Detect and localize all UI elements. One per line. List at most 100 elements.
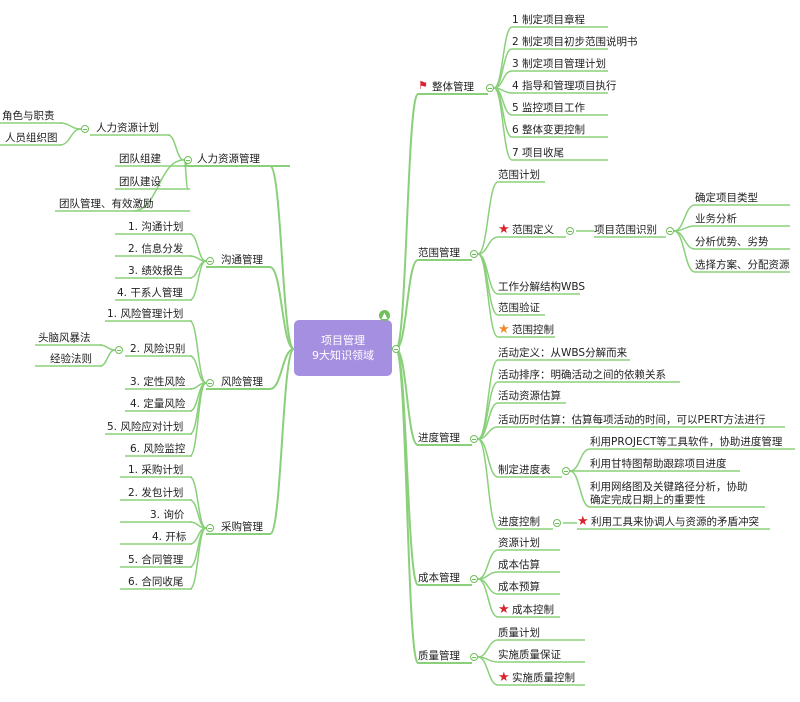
collapse-toggle-risk[interactable] xyxy=(206,379,214,387)
collapse-toggle-schedule-table[interactable] xyxy=(562,467,570,475)
connector xyxy=(189,260,207,301)
node-risk-item-3[interactable]: 3. 定性风险 xyxy=(130,376,186,388)
red-flag-icon: ⚑ xyxy=(418,79,428,92)
collapse-toggle-integration[interactable] xyxy=(486,84,494,92)
arrow-up-icon[interactable]: ▲ xyxy=(379,310,390,321)
node-procurement-item-2[interactable]: 2. 发包计划 xyxy=(128,487,184,499)
node-quality-mgmt[interactable]: 质量管理 xyxy=(418,650,460,662)
node-scope-control[interactable]: 范围控制 xyxy=(512,324,554,336)
node-comm-mgmt[interactable]: 沟通管理 xyxy=(221,254,263,266)
node-integration-item-4[interactable]: 4 指导和管理项目执行 xyxy=(512,80,617,92)
node-schedule-control[interactable]: 进度控制 xyxy=(498,516,540,528)
node-quality-item-2[interactable]: 实施质量保证 xyxy=(498,649,561,661)
node-integration-item-2[interactable]: 2 制定项目初步范围说明书 xyxy=(512,36,638,48)
node-scope-identify-item-4[interactable]: 选择方案、分配资源 xyxy=(695,259,790,271)
node-procurement-item-1[interactable]: 1. 采购计划 xyxy=(128,464,184,476)
node-quality-item-3[interactable]: 实施质量控制 xyxy=(512,672,575,684)
node-procurement-mgmt[interactable]: 采购管理 xyxy=(221,521,263,533)
node-cost-item-4[interactable]: 成本控制 xyxy=(512,604,554,616)
collapse-toggle-hr[interactable] xyxy=(184,156,192,164)
node-integration-item-1[interactable]: 1 制定项目章程 xyxy=(512,14,586,26)
node-cost-item-1[interactable]: 资源计划 xyxy=(498,537,540,549)
collapse-toggle-hr-plan[interactable] xyxy=(81,125,89,133)
node-cost-mgmt[interactable]: 成本管理 xyxy=(418,572,460,584)
connector xyxy=(99,349,116,367)
node-scope-identify-item-2[interactable]: 业务分析 xyxy=(695,213,737,225)
node-integration-item-6[interactable]: 6 整体变更控制 xyxy=(512,124,586,136)
connector xyxy=(477,438,499,478)
node-cost-item-3[interactable]: 成本预算 xyxy=(498,581,540,593)
node-procurement-item-4[interactable]: 4. 开标 xyxy=(152,531,187,543)
node-schedule-table-item-1[interactable]: 利用PROJECT等工具软件，协助进度管理 xyxy=(590,436,783,448)
connector xyxy=(189,382,207,435)
connector xyxy=(269,348,295,535)
node-risk-identify-item-2[interactable]: 经验法则 xyxy=(50,353,92,365)
connector xyxy=(673,230,696,250)
node-integration-mgmt[interactable]: 整体管理 xyxy=(432,81,474,93)
node-scope-identify[interactable]: 项目范围识别 xyxy=(594,224,657,236)
node-risk-mgmt[interactable]: 风险管理 xyxy=(221,376,263,388)
collapse-toggle-quality[interactable] xyxy=(470,653,478,661)
collapse-toggle-schedule-control[interactable] xyxy=(553,519,561,527)
node-risk-item-4[interactable]: 4. 定量风险 xyxy=(130,398,186,410)
node-risk-identify[interactable]: 2. 风险识别 xyxy=(130,343,186,355)
node-integration-item-7[interactable]: 7 项目收尾 xyxy=(512,147,565,159)
node-cost-item-2[interactable]: 成本估算 xyxy=(498,559,540,571)
node-comm-item-1[interactable]: 1. 沟通计划 xyxy=(128,221,184,233)
node-risk-item-6[interactable]: 6. 风险监控 xyxy=(130,443,186,455)
node-wbs[interactable]: 工作分解结构WBS xyxy=(498,281,586,293)
node-schedule-table-item-3a[interactable]: 利用网络图及关键路径分析，协助 xyxy=(590,481,748,493)
connector xyxy=(673,230,696,273)
node-procurement-item-5[interactable]: 5. 合同管理 xyxy=(128,554,184,566)
node-scope-plan[interactable]: 范围计划 xyxy=(498,169,540,181)
node-hr-item-1[interactable]: 团队组建 xyxy=(119,153,161,165)
node-hr-item-3[interactable]: 团队管理、有效激励 xyxy=(59,198,154,210)
collapse-toggle-schedule[interactable] xyxy=(470,435,478,443)
node-schedule-mgmt[interactable]: 进度管理 xyxy=(418,432,460,444)
node-risk-item-1[interactable]: 1. 风险管理计划 xyxy=(107,308,184,320)
connector xyxy=(477,578,499,618)
node-quality-item-1[interactable]: 质量计划 xyxy=(498,627,540,639)
collapse-toggle-scope-definition[interactable] xyxy=(566,227,574,235)
node-hr-mgmt[interactable]: 人力资源管理 xyxy=(197,153,260,165)
connector xyxy=(477,656,499,686)
node-hr-item-2[interactable]: 团队建设 xyxy=(119,176,161,188)
collapse-toggle-cost[interactable] xyxy=(470,575,478,583)
node-risk-item-5[interactable]: 5. 风险应对计划 xyxy=(107,421,184,433)
node-procurement-item-3[interactable]: 3. 询价 xyxy=(150,509,185,521)
node-scope-identify-item-1[interactable]: 确定项目类型 xyxy=(695,192,758,204)
node-schedule-item-1[interactable]: 活动定义：从WBS分解而来 xyxy=(498,347,628,359)
node-comm-item-3[interactable]: 3. 绩效报告 xyxy=(128,265,184,277)
node-scope-mgmt[interactable]: 范围管理 xyxy=(418,247,460,259)
node-scope-definition[interactable]: 范围定义 xyxy=(512,224,554,236)
node-comm-item-4[interactable]: 4. 干系人管理 xyxy=(117,287,183,299)
node-risk-identify-item-1[interactable]: 头脑风暴法 xyxy=(38,332,91,344)
node-hr-plan-item-1[interactable]: 角色与职责 xyxy=(2,110,55,122)
node-integration-item-5[interactable]: 5 监控项目工作 xyxy=(512,102,586,114)
connector xyxy=(477,438,499,530)
node-comm-item-2[interactable]: 2. 信息分发 xyxy=(128,243,184,255)
node-schedule-table[interactable]: 制定进度表 xyxy=(498,464,551,476)
collapse-toggle-right[interactable] xyxy=(392,345,400,353)
collapse-toggle-scope[interactable] xyxy=(470,250,478,258)
node-schedule-item-2[interactable]: 活动排序：明确活动之间的依赖关系 xyxy=(498,369,666,381)
node-procurement-item-6[interactable]: 6. 合同收尾 xyxy=(128,576,184,588)
collapse-toggle-risk-identify[interactable] xyxy=(115,346,123,354)
node-schedule-table-item-3b[interactable]: 确定完成日期上的重要性 xyxy=(590,494,706,506)
node-schedule-item-4[interactable]: 活动历时估算：估算每项活动的时间，可以PERT方法进行 xyxy=(498,414,766,426)
connector xyxy=(569,448,591,472)
node-schedule-table-item-2[interactable]: 利用甘特图帮助跟踪项目进度 xyxy=(590,458,727,470)
central-topic[interactable]: 项目管理 9大知识领域 xyxy=(294,320,392,376)
node-hr-plan[interactable]: 人力资源计划 xyxy=(96,122,159,134)
node-hr-plan-item-2[interactable]: 人员组织图 xyxy=(5,132,58,144)
connector xyxy=(99,344,116,351)
collapse-toggle-comm[interactable] xyxy=(206,257,214,265)
red-star-icon: ★ xyxy=(577,514,589,529)
node-scope-identify-item-3[interactable]: 分析优势、劣势 xyxy=(695,236,769,248)
node-integration-item-3[interactable]: 3 制定项目管理计划 xyxy=(512,58,607,70)
node-schedule-item-3[interactable]: 活动资源估算 xyxy=(498,390,561,402)
collapse-toggle-procurement[interactable] xyxy=(206,524,214,532)
node-schedule-control-item[interactable]: 利用工具来协调人与资源的矛盾冲突 xyxy=(591,516,759,528)
collapse-toggle-scope-identify[interactable] xyxy=(666,227,674,235)
node-scope-verify[interactable]: 范围验证 xyxy=(498,302,540,314)
